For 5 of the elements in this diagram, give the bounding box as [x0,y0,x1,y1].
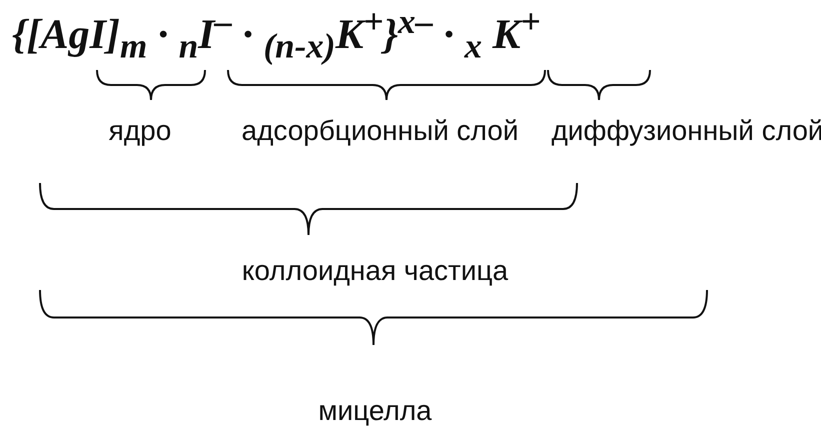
formula: {[AgI]$_{m}$ · $_{n}$I$^{–}$ · $_{(n-x)}$K$^{+}$}$^{x–}$ · $_{x}$ K$^{+}$ [12,2,541,66]
adsorption-layer-label: адсорбционный слой [240,115,520,147]
micelle-label: мицелла [317,395,433,427]
core-label: ядро [108,115,172,147]
colloid-particle-label: коллоидная частица [240,255,510,287]
